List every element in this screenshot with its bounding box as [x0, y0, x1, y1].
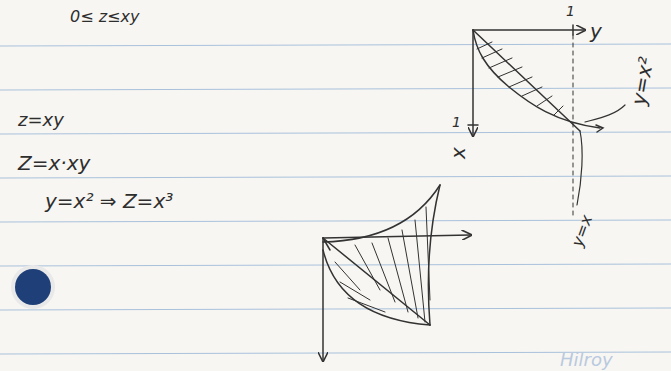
tick-label: 1	[566, 4, 575, 19]
constraint-note: 0≤ z≤xy	[70, 8, 139, 26]
equation-note: z=xy	[18, 110, 64, 130]
tick-label: 1	[452, 115, 461, 130]
region-sketch	[468, 25, 625, 215]
equation-note: y=x² ⇒ Z=x³	[45, 190, 173, 212]
curve-label: y=x²	[627, 55, 657, 107]
curve-label: y=x	[568, 213, 596, 249]
equation-note: Z=x·xy	[18, 152, 90, 174]
axis-label: x	[447, 147, 469, 159]
hole-ring	[11, 265, 55, 309]
watermark: Hilroy	[560, 350, 613, 370]
ruled-lines	[0, 44, 671, 354]
axis-label: y	[590, 20, 602, 42]
solid-sketch	[323, 185, 470, 360]
punch-hole	[15, 269, 51, 305]
